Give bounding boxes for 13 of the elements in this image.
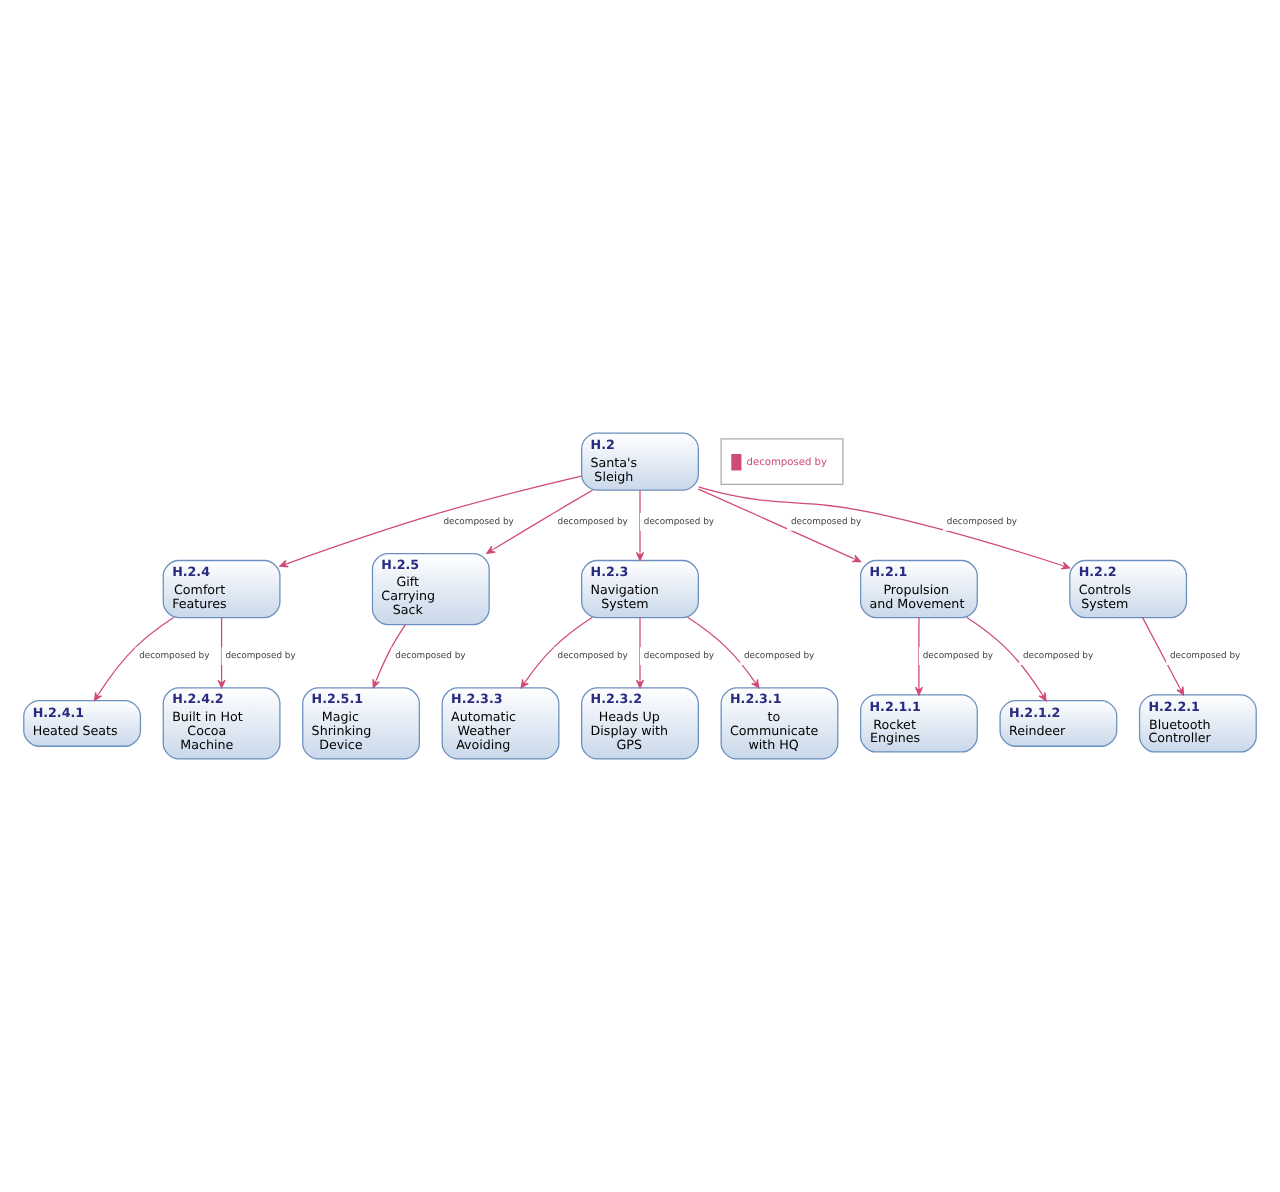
arrow [1141,617,1185,696]
arrow [217,617,226,689]
arrow [914,617,923,696]
arrow [687,616,760,689]
arrow [372,623,407,689]
arrow [635,489,645,561]
arrow [966,616,1047,702]
arrow [520,616,593,689]
arrow [635,617,645,689]
arrow [93,616,175,702]
arrow [698,486,1071,570]
arrow [279,475,582,568]
arrow [486,489,594,554]
